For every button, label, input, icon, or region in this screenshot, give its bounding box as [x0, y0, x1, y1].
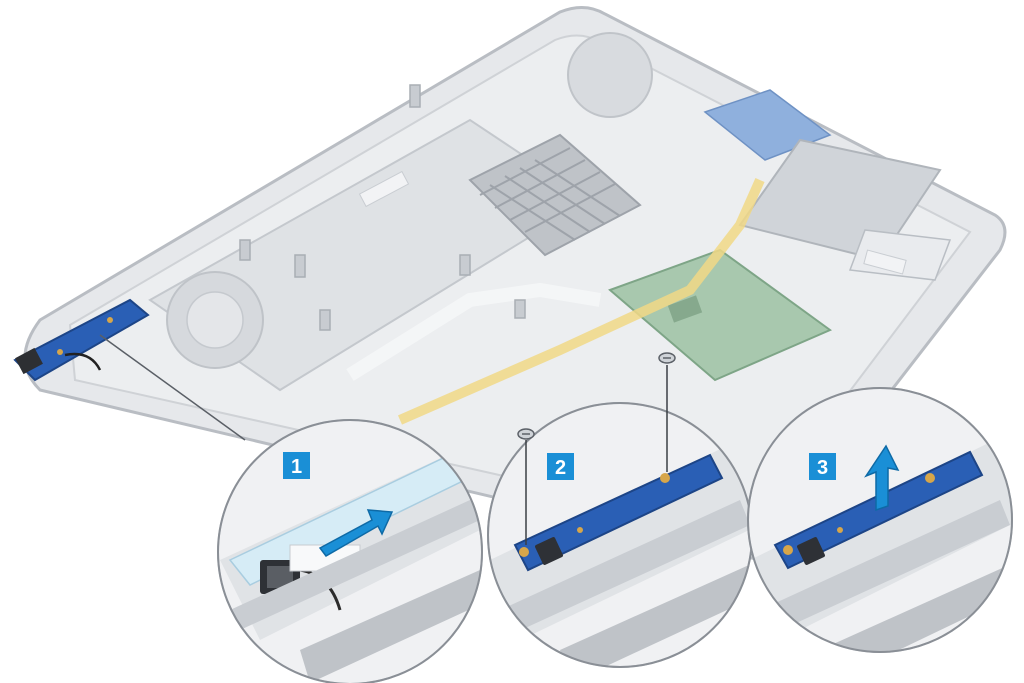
- fan-hub: [186, 291, 244, 349]
- palmrest-chassis: [23, 6, 1007, 562]
- step-badge-1: 1: [283, 452, 310, 479]
- sticker-label-2: [863, 249, 907, 275]
- step-badge-2: 2: [547, 453, 574, 480]
- nfc-module: [848, 229, 952, 281]
- lift-arrow-icon: [864, 444, 900, 512]
- screw-icon: [517, 428, 535, 545]
- callout-step-1: [217, 419, 483, 683]
- ribbon-cable-white: [346, 282, 602, 381]
- push-arrow-icon: [318, 509, 394, 557]
- ribbon-cable-yellow: [397, 177, 765, 425]
- io-board-installed: [13, 298, 150, 382]
- fan-vent-top: [567, 32, 653, 118]
- touchpad-chip: [667, 295, 703, 323]
- standoff-posts: [239, 84, 526, 331]
- center-grid: [468, 133, 642, 257]
- touchpad-board: [608, 248, 833, 382]
- chassis-inner-rim: [68, 34, 972, 532]
- step-number-1: 1: [291, 456, 302, 478]
- io-board: [513, 453, 724, 572]
- step-number-2: 2: [555, 457, 566, 479]
- step-number-3: 3: [817, 457, 828, 479]
- callout-step-3: [747, 387, 1013, 653]
- callout-leader-line: [99, 334, 246, 441]
- step-badge-3: 3: [809, 453, 836, 480]
- sticker-label: [358, 170, 410, 208]
- screw-icon-2: [658, 352, 676, 472]
